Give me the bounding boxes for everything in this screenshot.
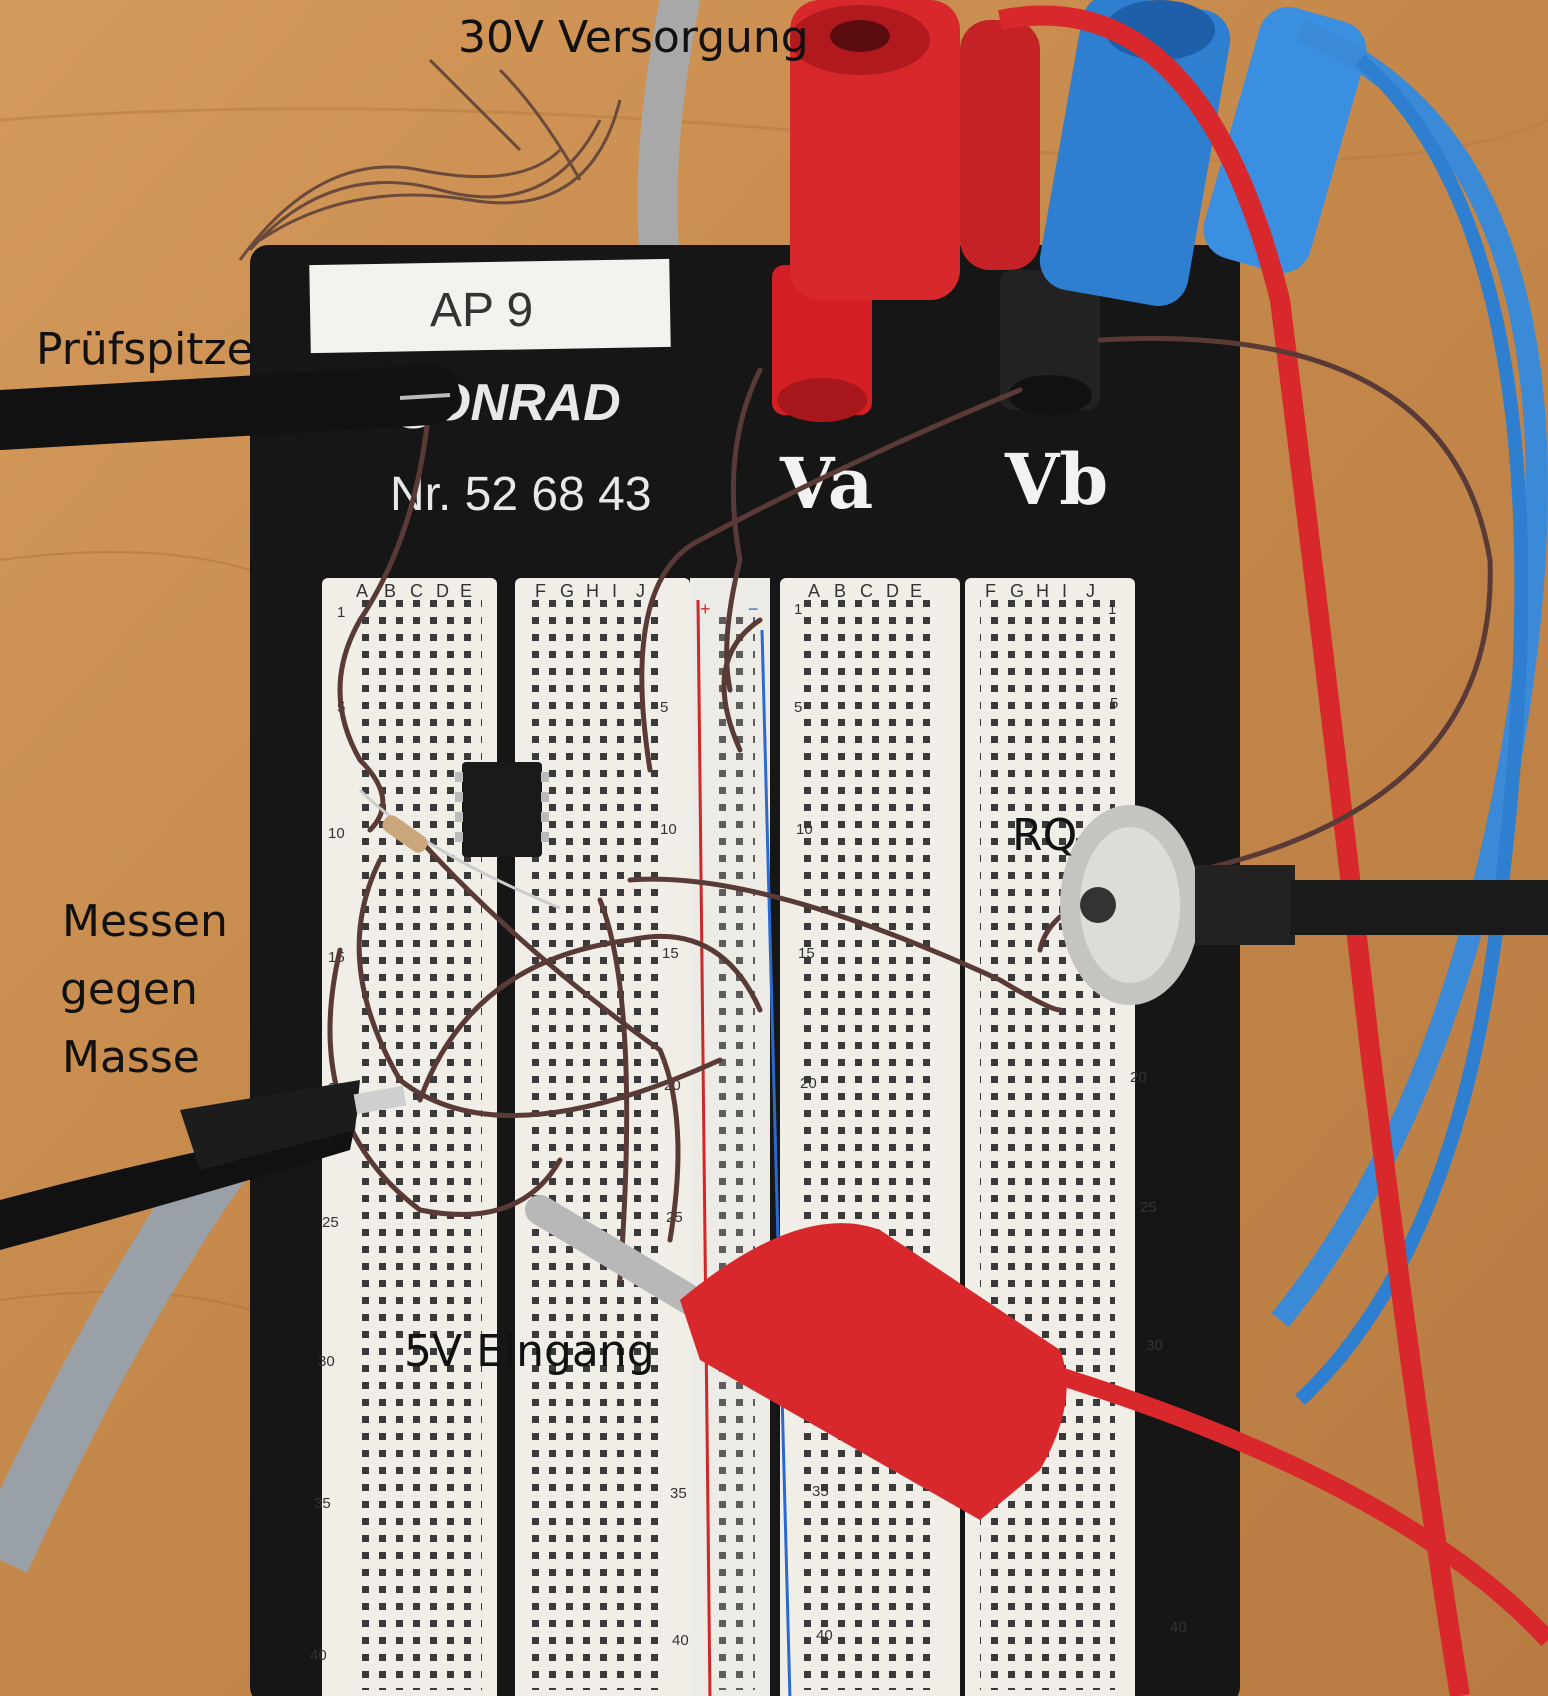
row-number: 10: [796, 821, 813, 838]
row-number: 35: [812, 1483, 829, 1500]
col-label: G: [560, 581, 574, 601]
column-labels: A B C D E F G H I J + − A B C D E F G H …: [356, 581, 1095, 619]
row-number: 10: [328, 825, 345, 842]
col-label: H: [1036, 581, 1049, 601]
alligator-clip: [0, 1080, 407, 1250]
row-number: 5: [660, 699, 668, 716]
row-number: 1: [794, 601, 802, 618]
col-label: I: [612, 581, 617, 601]
row-number: 30: [318, 1353, 335, 1370]
terminal-vb[interactable]: [1000, 270, 1100, 415]
col-label: B: [384, 581, 396, 601]
col-label: D: [436, 581, 449, 601]
col-label: E: [460, 581, 472, 601]
row-number: 1: [1108, 601, 1116, 618]
hole-grid: [530, 600, 665, 1690]
hole-grid: [352, 600, 482, 1690]
row-number: 10: [660, 821, 677, 838]
board-tag: [309, 258, 671, 354]
row-number: 20: [800, 1075, 817, 1092]
col-label: H: [586, 581, 599, 601]
row-number: 15: [662, 945, 679, 962]
row-number: 40: [672, 1632, 689, 1649]
loose-wires: [238, 58, 622, 261]
terminal-vb-label: Vb: [1004, 438, 1108, 521]
row-number: 1: [337, 604, 345, 621]
grey-cable: [637, 0, 700, 280]
rail-minus-label: −: [748, 599, 759, 619]
potentiometer: [1060, 805, 1548, 1005]
col-label: J: [636, 581, 645, 601]
ic-chip: [455, 762, 549, 857]
row-number: 5: [1110, 695, 1118, 712]
terminal-va-label: Va: [779, 442, 873, 525]
col-label: J: [1086, 581, 1095, 601]
probe-tip: [0, 365, 460, 450]
col-label: G: [1010, 581, 1024, 601]
col-label: C: [410, 581, 423, 601]
terminal-va[interactable]: [772, 265, 872, 422]
row-numbers: 1 5 10 15 20 25 30 35 40 5 10 15 20 25 3…: [310, 601, 1187, 1664]
annotation-rq: RQ: [1012, 810, 1078, 861]
resistor: [358, 788, 561, 910]
row-number: 15: [798, 945, 815, 962]
row-number: 20: [1130, 1069, 1147, 1086]
row-number: 30: [1146, 1337, 1163, 1354]
col-label: E: [910, 581, 922, 601]
annotation-measure-2: gegen: [60, 964, 198, 1015]
rail-plus-label: +: [700, 599, 711, 619]
col-label: C: [860, 581, 873, 601]
row-number: 25: [1140, 1199, 1157, 1216]
hole-grid: [710, 610, 755, 1690]
red-plug-bottom: [525, 1195, 1548, 1647]
annotation-measure-1: Messen: [62, 896, 228, 947]
row-number: 35: [670, 1485, 687, 1502]
annotation-probe: Prüfspitze: [36, 324, 254, 375]
annotation-measure-3: Masse: [62, 1032, 200, 1083]
blue-rail-line: [760, 629, 792, 1696]
row-number: 40: [1170, 1619, 1187, 1636]
row-number: 35: [314, 1495, 331, 1512]
red-plug-top: [790, 0, 1040, 300]
col-label: A: [808, 581, 820, 601]
col-label: A: [356, 581, 368, 601]
red-cable: [998, 5, 1470, 1696]
row-number: 25: [322, 1214, 339, 1231]
row-number: 40: [816, 1627, 833, 1644]
red-rail-line: [696, 599, 712, 1696]
row-number: 5: [794, 699, 802, 716]
row-number: 40: [310, 1647, 327, 1664]
col-label: F: [985, 581, 996, 601]
part-number: Nr. 52 68 43: [390, 468, 652, 521]
hole-grid: [980, 600, 1115, 1690]
board-tag-text: AP 9: [430, 284, 533, 337]
annotation-supply: 30V Versorgung: [458, 12, 809, 63]
col-label: I: [1062, 581, 1067, 601]
hole-grid: [800, 600, 935, 1690]
brand-logo: ONRAD: [430, 374, 621, 432]
col-label: B: [834, 581, 846, 601]
col-label: D: [886, 581, 899, 601]
annotation-input: 5V Eingang: [404, 1326, 655, 1377]
col-label: F: [535, 581, 546, 601]
